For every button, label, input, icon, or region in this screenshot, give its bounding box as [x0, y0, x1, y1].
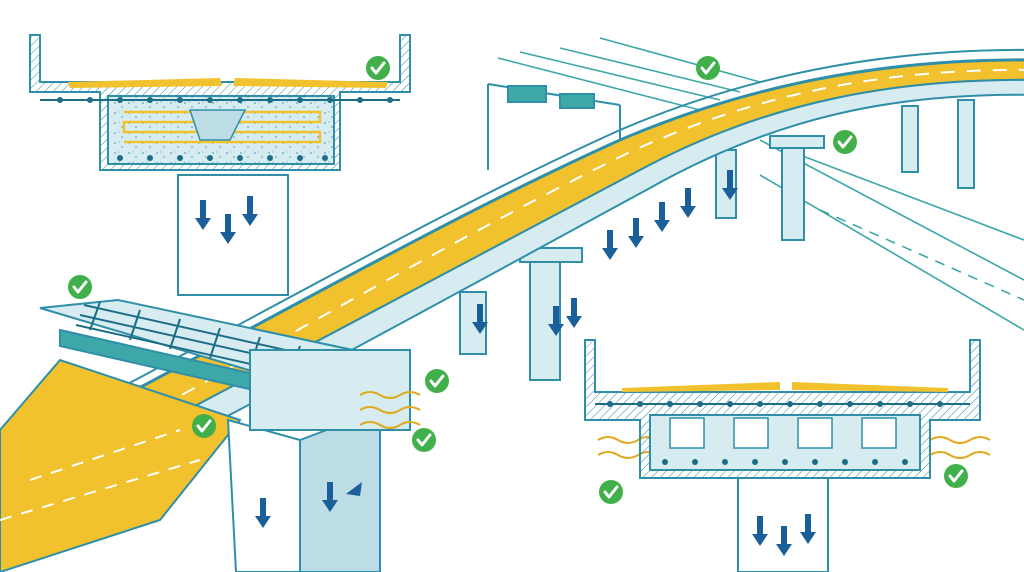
foreground-pier: [226, 349, 411, 572]
viaduct-piers: [459, 99, 975, 381]
load-arrow-down-icon: [680, 188, 696, 218]
check-circle-icon: [364, 54, 392, 82]
foreground-road-section: [0, 358, 242, 572]
check-circle-icon: [694, 54, 722, 82]
load-arrow-down-icon: [566, 298, 582, 328]
check-circle-icon: [423, 367, 451, 395]
cross-section-detail-bottom-right: [584, 339, 981, 572]
check-circle-icon: [831, 128, 859, 156]
load-arrow-down-icon: [654, 202, 670, 232]
cross-section-detail-top-left: [29, 34, 411, 296]
check-circle-icon: [942, 462, 970, 490]
check-circle-icon: [597, 478, 625, 506]
load-arrow-down-icon: [602, 230, 618, 260]
load-arrows: [195, 170, 816, 556]
check-circle-icon: [190, 412, 218, 440]
load-arrow-down-icon: [628, 218, 644, 248]
vibration-waves: [359, 391, 991, 459]
check-circle-icon: [410, 426, 438, 454]
check-circle-icon: [66, 273, 94, 301]
